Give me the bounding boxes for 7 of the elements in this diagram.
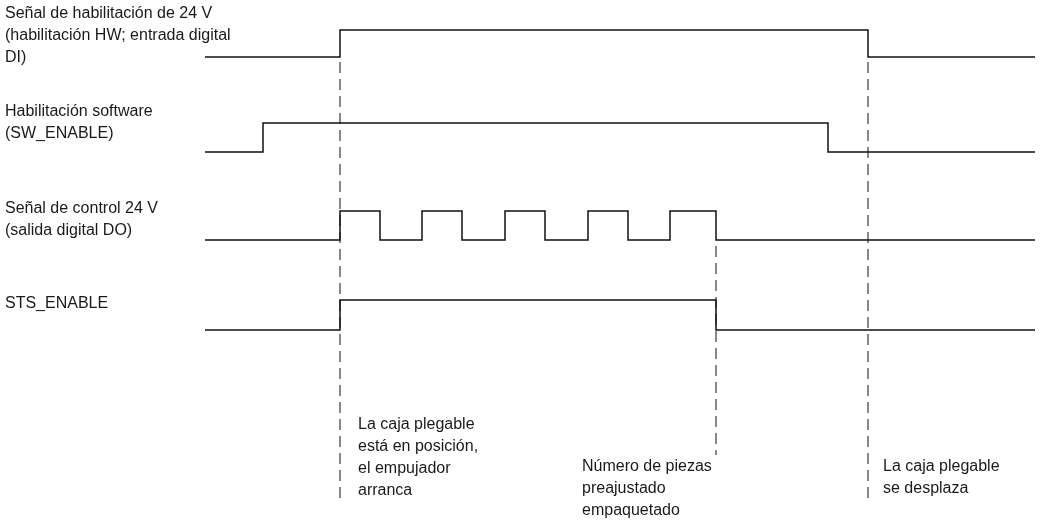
event-note: La caja plegable está en posición, el empujador arranca (358, 414, 480, 500)
signal-name: Señal de habilitación de 24 V (habilitación HW; entrada digital DI) (5, 3, 232, 67)
event-note: La caja plegable se desplaza (883, 456, 1001, 498)
event-note: Número de piezas preajustado empaquetado (582, 456, 713, 520)
signal-name: Habilitación software (SW_ENABLE) (5, 101, 154, 143)
signal-name: Señal de control 24 V (salida digital DO) (5, 198, 159, 240)
signal-name: STS_ENABLE (5, 293, 110, 313)
